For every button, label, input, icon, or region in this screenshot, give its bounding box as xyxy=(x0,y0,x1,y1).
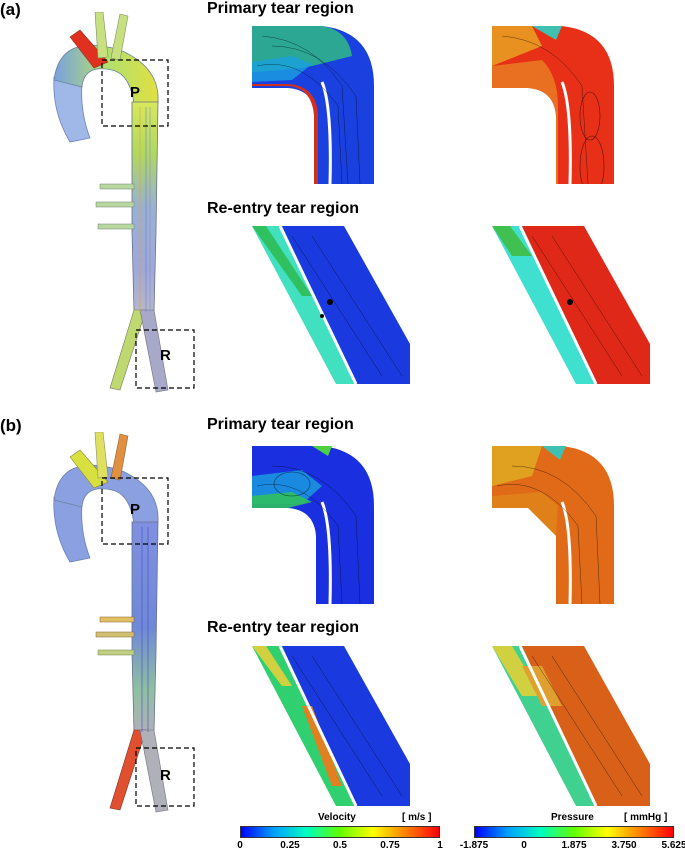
pressure-colorbar-tick: -1.875 xyxy=(459,840,489,851)
panel-b-reentry-marker: R xyxy=(160,767,171,784)
velocity-colorbar-tick: 0.5 xyxy=(333,840,347,851)
pressure-colorbar-title: Pressure xyxy=(551,812,594,823)
velocity-colorbar-title: Velocity xyxy=(318,812,356,823)
pressure-colorbar-tick: 3.750 xyxy=(611,840,637,851)
panel-a-label: (a) xyxy=(0,0,21,19)
panel-b-reentry-pressure-map xyxy=(492,646,650,806)
panel-a-primary-title: Primary tear region xyxy=(207,0,354,17)
panel-b-primary-pressure-map xyxy=(492,446,614,604)
panel-a-primary-pressure-map xyxy=(492,26,614,184)
panel-b-primary-marker: P xyxy=(130,501,141,518)
pressure-colorbar-tick: 0 xyxy=(521,840,527,851)
panel-a-reentry-velocity-map xyxy=(252,226,410,384)
velocity-colorbar xyxy=(240,826,440,838)
pressure-colorbar-unit: [ mmHg ] xyxy=(624,812,668,823)
panel-b-label: (b) xyxy=(0,416,22,435)
panel-a-reentry-marker: R xyxy=(160,347,171,364)
pressure-colorbar xyxy=(474,826,674,838)
pressure-colorbar-tick: 5.625 xyxy=(661,840,685,851)
panel-b-primary-title: Primary tear region xyxy=(207,416,354,433)
panel-a-primary-marker: P xyxy=(130,84,141,101)
panel-b-reentry-velocity-map xyxy=(252,646,410,806)
panel-b-reentry-title: Re-entry tear region xyxy=(207,619,360,636)
velocity-colorbar-tick: 0 xyxy=(237,840,243,851)
panel-b-primary-velocity-map xyxy=(252,446,374,604)
panel-a-aorta-model xyxy=(53,12,195,393)
panel-a-reentry-title: Re-entry tear region xyxy=(207,200,360,217)
velocity-colorbar-tick: 1 xyxy=(437,840,443,851)
panel-a-reentry-pressure-map xyxy=(492,226,650,384)
panel-b-aorta-model xyxy=(53,432,195,813)
velocity-colorbar-tick: 0.75 xyxy=(380,840,400,851)
pressure-colorbar-tick: 1.875 xyxy=(561,840,587,851)
velocity-colorbar-unit: [ m/s ] xyxy=(402,812,432,823)
panel-a-primary-velocity-map xyxy=(252,26,374,184)
velocity-colorbar-tick: 0.25 xyxy=(280,840,300,851)
